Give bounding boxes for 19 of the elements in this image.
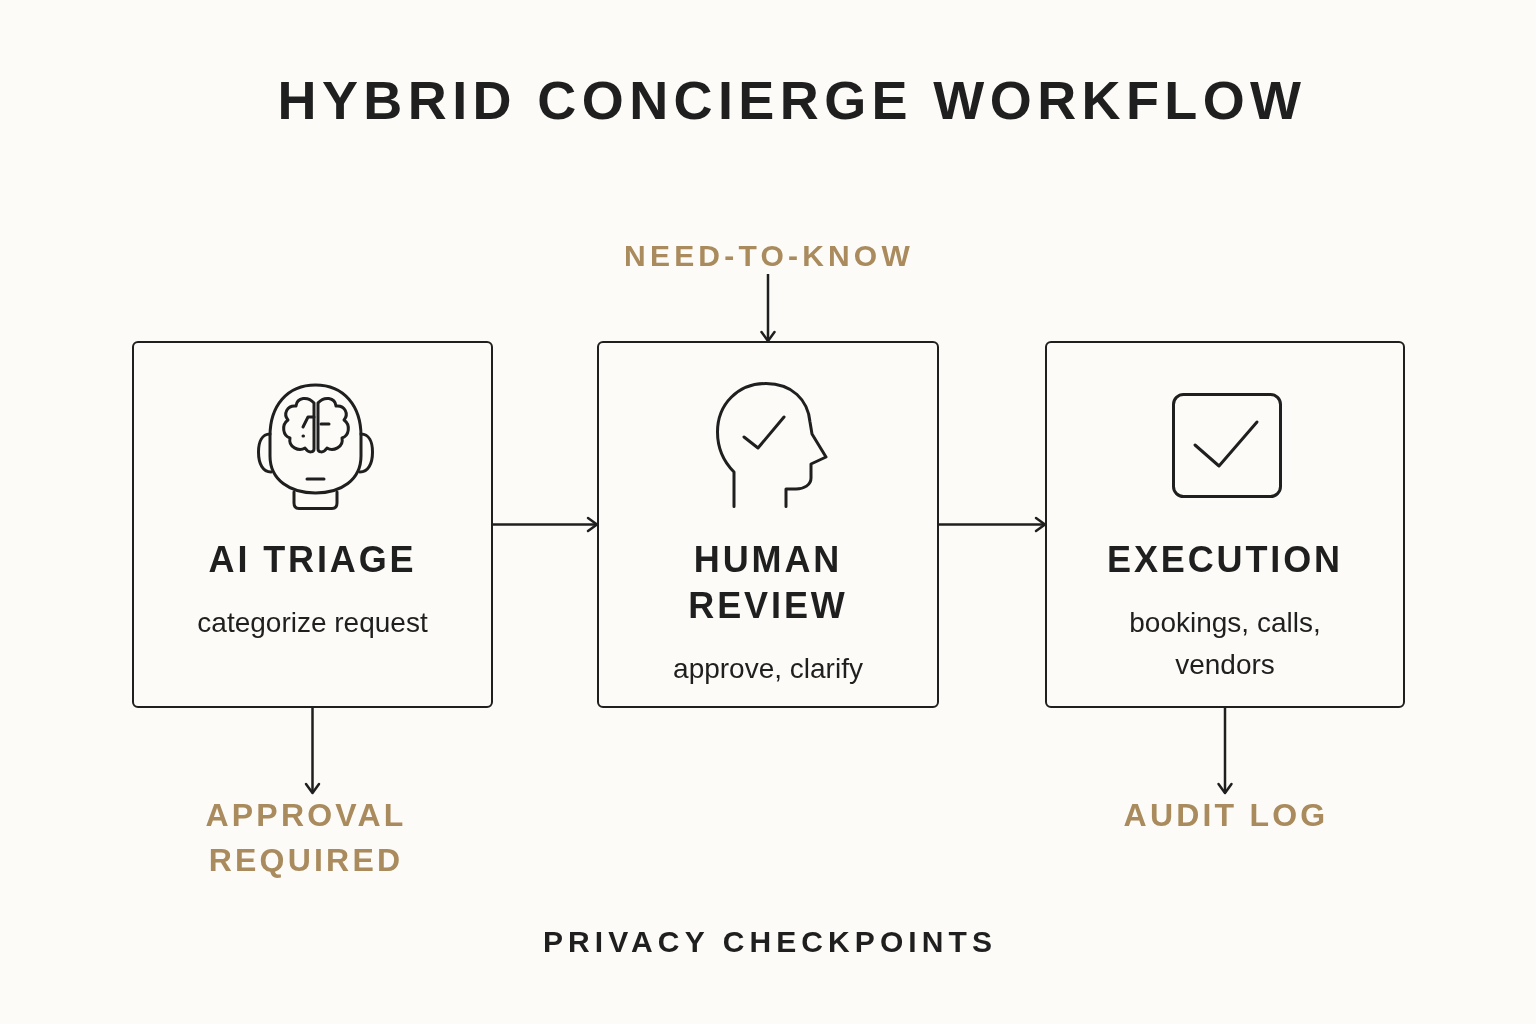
step-title: HUMAN REVIEW [687,538,849,628]
step-title: AI TRIAGE [208,538,417,582]
step-title: EXECUTION [1107,538,1343,582]
arrow [304,708,321,795]
step-description: categorize request [197,606,428,640]
step-description: bookings, calls, vendors [1128,606,1322,682]
process-box [132,341,493,708]
arrow [1217,708,1233,795]
arrow [760,274,776,343]
process-box [1045,341,1405,708]
checkpoint-label: APPROVAL REQUIRED [181,793,431,883]
diagram-title: HYBRID CONCIERGE WORKFLOW [277,69,1307,132]
checkpoint-label: NEED-TO-KNOW [624,238,914,274]
arrow [939,516,1047,533]
process-box [597,341,939,708]
arrow [493,516,599,533]
step-description: approve, clarify [673,652,863,686]
checkpoint-label: AUDIT LOG [1123,793,1329,838]
checkpoints-caption: PRIVACY CHECKPOINTS [542,924,998,960]
